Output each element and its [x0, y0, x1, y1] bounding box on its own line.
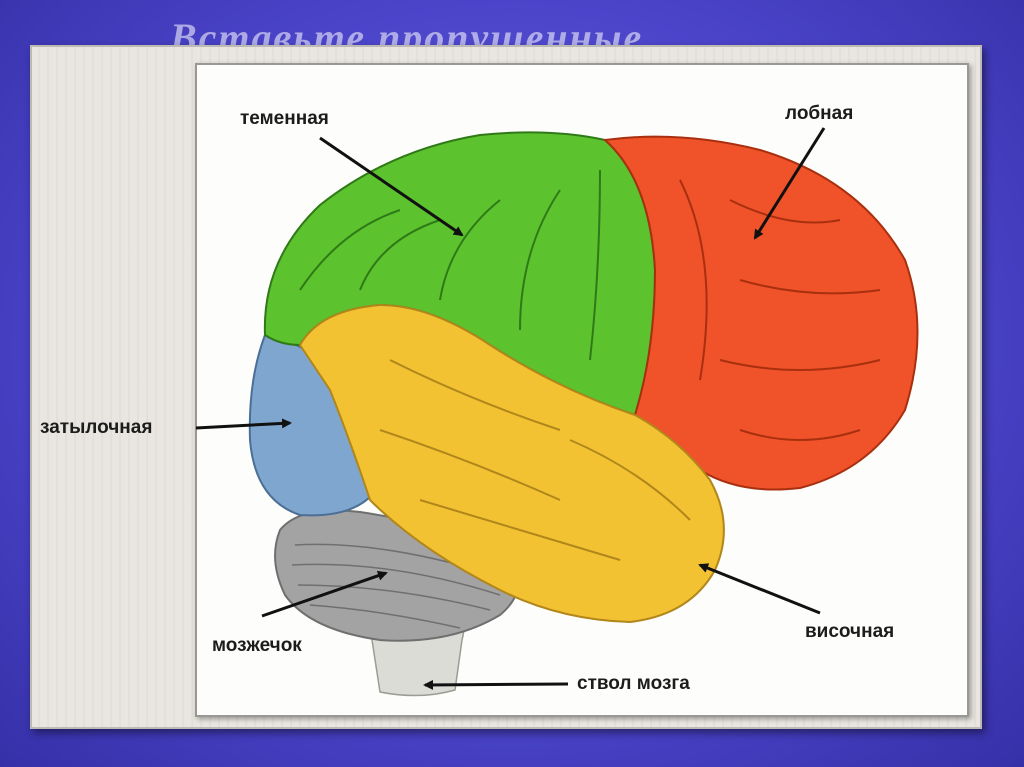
arrow-brainstem	[423, 679, 569, 690]
label-occipital: затылочная	[40, 417, 152, 438]
label-cerebellum: мозжечок	[212, 635, 302, 656]
arrow-cerebellum	[261, 570, 388, 618]
label-parietal: теменная	[240, 108, 329, 129]
frontal-folds	[679, 179, 881, 441]
arrow-occipital	[195, 418, 292, 430]
arrow-parietal	[319, 136, 464, 237]
label-frontal: лобная	[785, 103, 853, 124]
arrow-temporal	[698, 563, 821, 615]
temporal-folds	[379, 359, 691, 561]
parietal-folds	[299, 169, 601, 361]
label-brainstem: ствол мозга	[577, 673, 690, 694]
cerebellum-folds	[291, 543, 501, 629]
frontal-lobe-shape	[602, 135, 919, 491]
arrow-frontal	[753, 127, 826, 240]
label-temporal: височная	[805, 621, 894, 642]
